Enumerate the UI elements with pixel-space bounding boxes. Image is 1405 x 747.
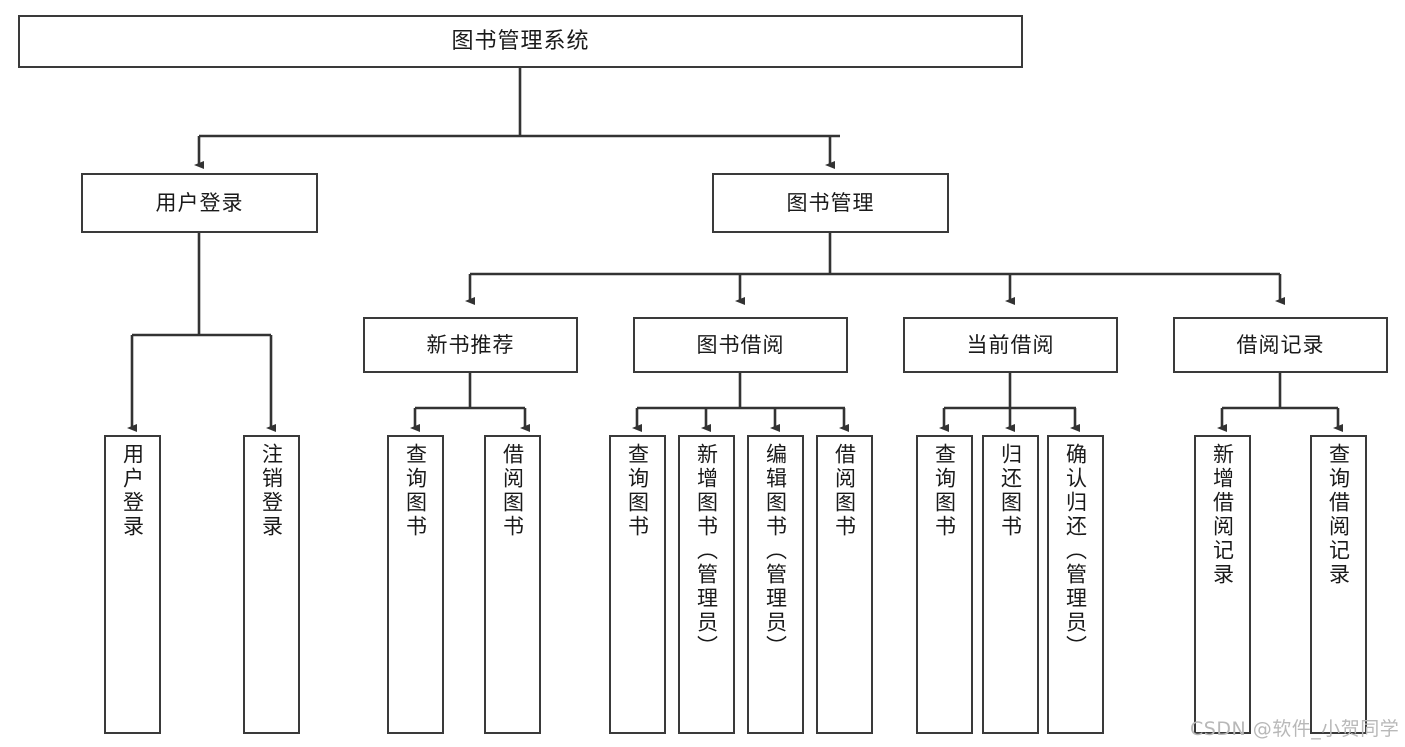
node-new-book-recommend-label: 新书推荐 — [426, 332, 515, 357]
node-leaf-confirm-return[interactable]: 确认归还（管理员） — [1047, 435, 1104, 734]
node-current-borrow-label: 当前借阅 — [966, 332, 1055, 357]
node-leaf-user-login[interactable]: 用户登录 — [104, 435, 161, 734]
node-leaf-edit-book-label: 编辑图书（管理员） — [763, 443, 788, 659]
node-leaf-borrow-book-1[interactable]: 借阅图书 — [484, 435, 541, 734]
node-leaf-query-book-1[interactable]: 查询图书 — [387, 435, 444, 734]
node-leaf-edit-book[interactable]: 编辑图书（管理员） — [747, 435, 804, 734]
node-leaf-return-book[interactable]: 归还图书 — [982, 435, 1039, 734]
node-root[interactable]: 图书管理系统 — [18, 15, 1023, 68]
node-leaf-add-record[interactable]: 新增借阅记录 — [1194, 435, 1251, 734]
node-leaf-borrow-book-2[interactable]: 借阅图书 — [816, 435, 873, 734]
node-leaf-query-book-2[interactable]: 查询图书 — [609, 435, 666, 734]
node-borrow-record[interactable]: 借阅记录 — [1173, 317, 1388, 373]
node-leaf-query-book-3[interactable]: 查询图书 — [916, 435, 973, 734]
node-leaf-add-book-label: 新增图书（管理员） — [694, 443, 719, 659]
node-leaf-logout-login-label: 注销登录 — [259, 443, 284, 539]
node-leaf-query-book-1-label: 查询图书 — [403, 443, 428, 539]
node-user-login-label: 用户登录 — [155, 190, 244, 215]
node-root-label: 图书管理系统 — [451, 28, 590, 54]
node-leaf-query-book-3-label: 查询图书 — [932, 443, 957, 539]
node-current-borrow[interactable]: 当前借阅 — [903, 317, 1118, 373]
node-leaf-query-book-2-label: 查询图书 — [625, 443, 650, 539]
node-leaf-add-book[interactable]: 新增图书（管理员） — [678, 435, 735, 734]
node-leaf-confirm-return-label: 确认归还（管理员） — [1063, 443, 1088, 659]
node-leaf-user-login-label: 用户登录 — [120, 443, 145, 539]
node-borrow-record-label: 借阅记录 — [1236, 332, 1325, 357]
node-new-book-recommend[interactable]: 新书推荐 — [363, 317, 578, 373]
node-user-login[interactable]: 用户登录 — [81, 173, 318, 233]
node-book-management-label: 图书管理 — [786, 190, 875, 215]
node-leaf-query-record-label: 查询借阅记录 — [1326, 443, 1351, 587]
node-leaf-borrow-book-1-label: 借阅图书 — [500, 443, 525, 539]
node-leaf-borrow-book-2-label: 借阅图书 — [832, 443, 857, 539]
node-leaf-logout-login[interactable]: 注销登录 — [243, 435, 300, 734]
node-book-borrow[interactable]: 图书借阅 — [633, 317, 848, 373]
node-book-borrow-label: 图书借阅 — [696, 332, 785, 357]
node-leaf-return-book-label: 归还图书 — [998, 443, 1023, 539]
node-leaf-add-record-label: 新增借阅记录 — [1210, 443, 1235, 587]
node-leaf-query-record[interactable]: 查询借阅记录 — [1310, 435, 1367, 734]
node-book-management[interactable]: 图书管理 — [712, 173, 949, 233]
watermark-text: CSDN @软件_小贺同学 — [1190, 718, 1400, 740]
